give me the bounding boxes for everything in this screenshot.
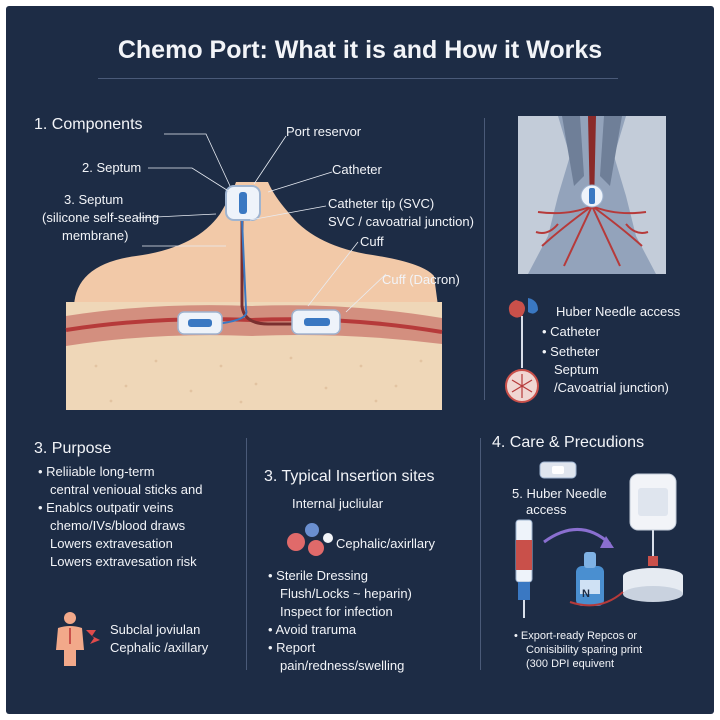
label-septum-2: 2. Septum [82,160,142,175]
care-heading: 4. Care & Precudions [492,434,645,451]
label-septum-3: 3. Septum [64,192,124,207]
label-septum-3-desc: (silicone self-sealing [42,210,160,225]
huber-line-3: Septum [554,362,599,377]
purpose-heading: 3. Purpose [34,440,112,457]
label-catheter-tip: Catheter tip (SVC) [328,196,435,211]
bag-label: N [582,588,590,600]
huber-item-2: • Setheter [542,344,600,359]
insertion-bullet-1-cont-2: Inspect for infection [280,604,393,619]
insertion-bullet-1-cont: Flush/Locks ~ heparin) [280,586,412,601]
divider-bottom-left [246,438,247,670]
label-port-reservoir: Port reservor [286,124,362,139]
care-note-3: (300 DPI equivent [526,658,615,670]
label-cuff: Cuff [360,234,384,249]
care-huber-1: 5. Huber Needle [512,486,607,501]
huber-line-4: /Cavoatrial junction) [554,380,669,395]
care-illustration [515,461,683,618]
infographic-poster: Chemo Port: What it is and How it Works [6,6,714,714]
anatomy-cross-section [65,133,443,410]
insertion-site-1: Internal jucliular [292,496,384,511]
components-heading: 1. Components [34,116,143,133]
care-note-2: Conisibility sparing print [526,644,643,656]
huber-needle-icon [505,298,539,403]
purpose-bullet-1: • Reliiable long-term [38,464,155,479]
purpose-sites-1: Subclal joviulan [110,622,201,637]
title-divider [98,78,618,79]
label-catheter: Catheter [332,162,382,177]
divider-bottom-right [480,438,481,670]
insertion-bullet-3: • Report [268,640,316,655]
insertion-bullet-2: • Avoid traruma [268,622,357,637]
molecule-icon [287,523,333,556]
purpose-bullet-2-cont: chemo/IVs/blood draws [50,518,186,533]
body-figure-icon [56,612,100,666]
page-title: Chemo Port: What it is and How it Works [117,36,603,64]
purpose-line-3: Lowers extravesation [50,536,173,551]
insertion-bullet-3-cont: pain/redness/swelling [280,658,405,673]
label-septum-3-desc-2: membrane) [62,228,129,243]
catheter-line [240,220,306,326]
insertion-site-2: Cephalic/axirllary [336,536,435,551]
divider-top [484,118,485,400]
purpose-line-4: Lowers extravesation risk [50,554,197,569]
care-huber-2: access [526,502,567,517]
huber-title: Huber Needle access [556,304,681,319]
insertion-heading: 3. Typical Insertion sites [264,468,435,485]
skin-shoulder [74,182,438,306]
care-note-1: • Export-ready Repcos or [514,630,638,642]
insertion-bullet-1: • Sterile Dressing [268,568,368,583]
chest-vessel-illustration [518,116,666,274]
label-svc-junction: SVC / cavoatrial junction) [328,214,474,229]
purpose-bullet-1-cont: central venioual sticks and [50,482,203,497]
purpose-bullet-2: • Enablcs outpatir veins [38,500,174,515]
label-cuff-dacron: Cuff (Dacron) [382,272,460,287]
huber-item-1: • Catheter [542,324,601,339]
purpose-sites-2: Cephalic /axillary [110,640,209,655]
muscle-layer [66,305,442,346]
